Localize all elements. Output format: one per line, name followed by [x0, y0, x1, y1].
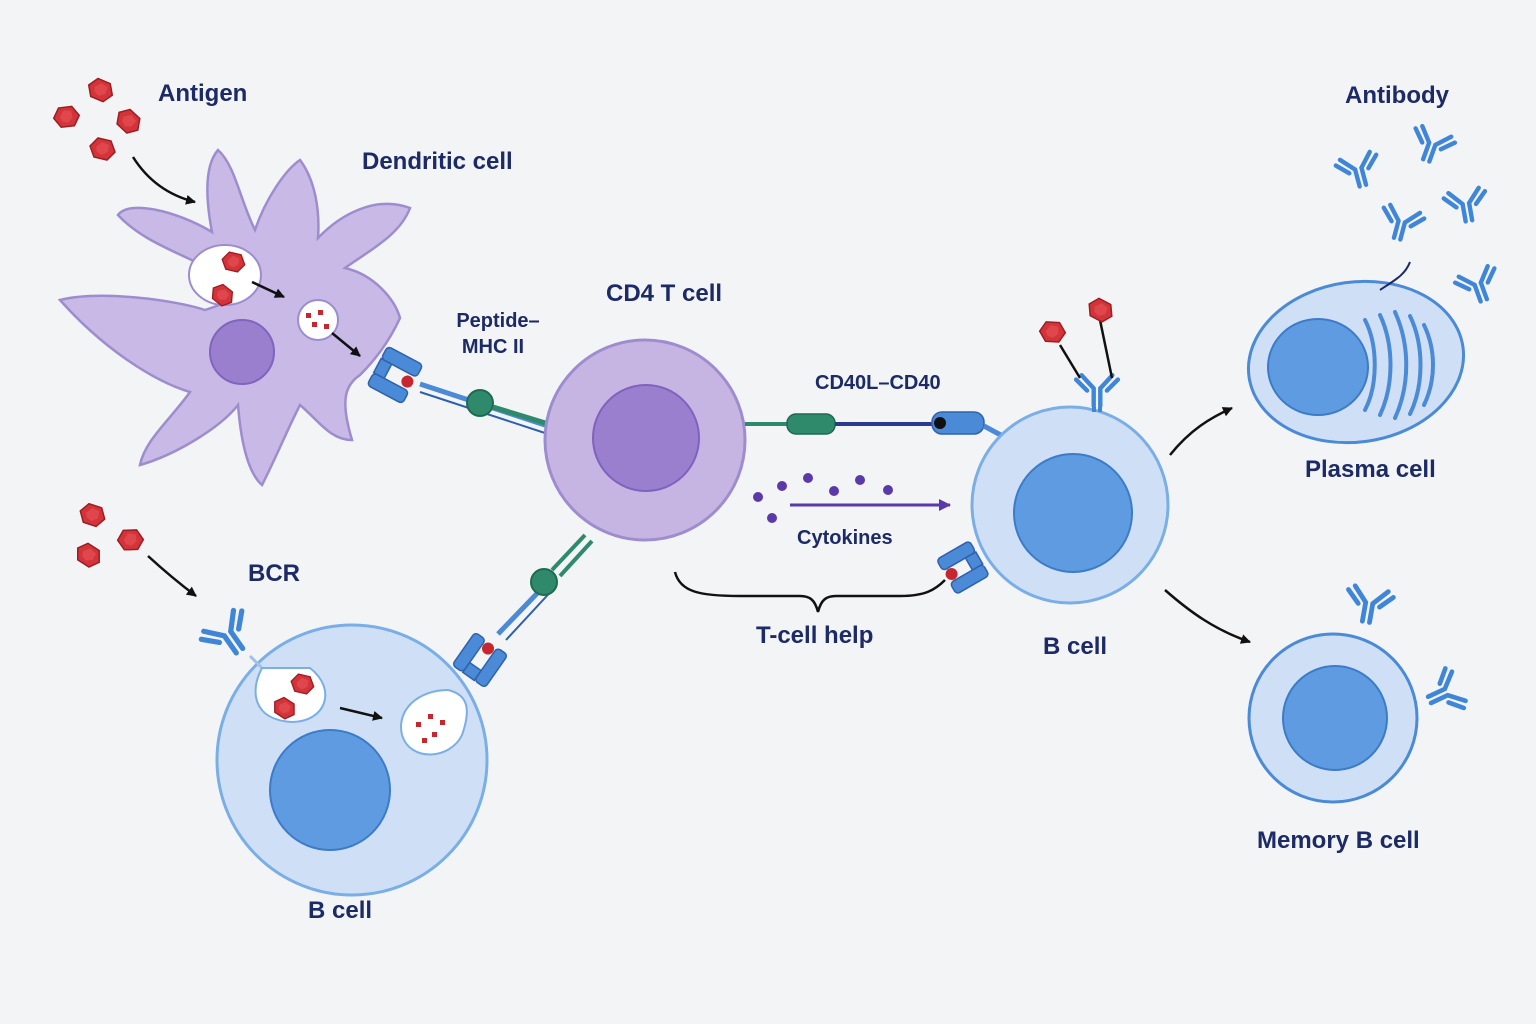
arrow-to-plasma [1169, 406, 1233, 456]
antigen-cluster-top [50, 76, 146, 161]
b-cell-presenting [198, 607, 489, 897]
b-cell-activated [937, 295, 1170, 605]
mhc-ii-complex-bcell [452, 533, 594, 688]
cd4-t-cell [543, 338, 747, 542]
t-cell-help-brace [673, 571, 946, 613]
cd40l-cd40-bond [745, 411, 1012, 443]
cytokine-dots [753, 473, 893, 523]
peptide-vesicle-bcell [400, 688, 468, 756]
cytokines-label: Cytokines [797, 527, 893, 549]
uptake-arrow-bcell [147, 555, 197, 597]
dendritic-cell-label: Dendritic cell [362, 148, 513, 175]
cd4-t-cell-label: CD4 T cell [606, 280, 723, 307]
cd40 [931, 411, 985, 435]
arrow-to-memory [1164, 589, 1251, 644]
endoplasmic-reticulum [1363, 310, 1435, 420]
b-cell-nucleus-left [269, 729, 391, 851]
plasma-nucleus [1267, 318, 1369, 416]
peptide-mhc-label-line2: MHC II [461, 336, 525, 358]
peptide-vesicle [297, 299, 339, 341]
tcr-cd4-bcell [530, 568, 558, 596]
memory-b-cell [1247, 585, 1468, 804]
b-cell-nucleus-right [1013, 453, 1133, 573]
cd40l [786, 413, 836, 435]
dendritic-cell [57, 148, 412, 487]
dendritic-nucleus [209, 319, 275, 385]
antibody-label: Antibody [1345, 82, 1449, 109]
uptake-arrow-dc [131, 156, 196, 205]
antigen-cluster-bottom [72, 502, 147, 571]
t-cell-help-label: T-cell help [756, 622, 874, 649]
tcr-cd4-dc [466, 389, 494, 417]
cd40l-cd40-label: CD40L–CD40 [815, 372, 941, 394]
plasma-cell [1246, 261, 1466, 445]
t-cell-nucleus [592, 384, 700, 492]
peptide-mhc-label-line1: Peptide– [456, 310, 540, 332]
bcr-label: BCR [248, 560, 300, 587]
antigen-label: Antigen [158, 80, 248, 107]
b-cell-left-label: B cell [308, 897, 373, 924]
mhc-ii-complex-dc [367, 346, 553, 435]
memory-b-cell-label: Memory B cell [1257, 827, 1420, 854]
memory-nucleus [1282, 665, 1388, 771]
b-cell-right-label: B cell [1043, 633, 1108, 660]
plasma-cell-label: Plasma cell [1305, 456, 1436, 483]
